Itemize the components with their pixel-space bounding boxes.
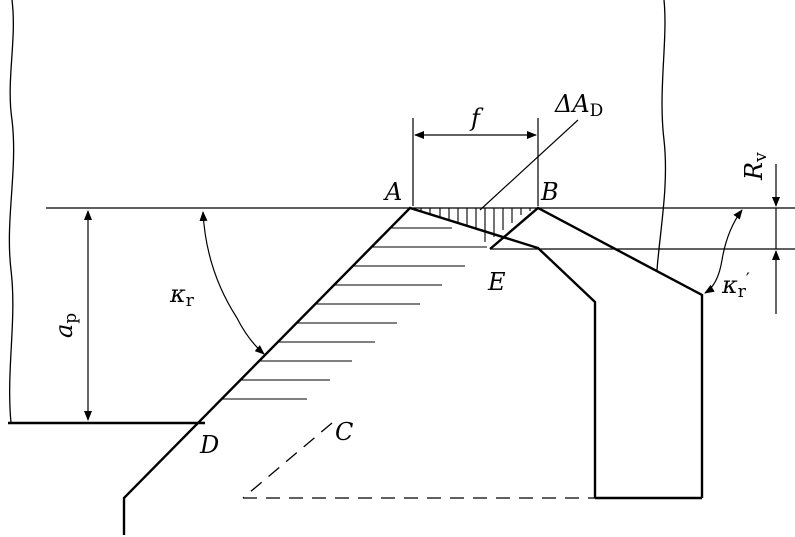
kappa-r-minor-arc: [704, 259, 723, 294]
feed-dimension: [412, 118, 539, 206]
kappa-r-arc-lower: [236, 317, 265, 355]
delta-area-label: ΔAD: [554, 90, 603, 121]
tool-outline-previous: [122, 206, 597, 535]
workpiece: [8, 0, 795, 425]
delta-area-leader: [479, 119, 579, 211]
workpiece-break-line-left: [8, 0, 15, 424]
dashed-edge-CE: [242, 422, 333, 499]
chip-hatching: [223, 227, 487, 400]
feed-label: f: [469, 104, 484, 132]
roughness-label: Rv: [740, 152, 771, 181]
point-label-B: B: [540, 178, 559, 206]
kappa-r-minor-label: κr′: [721, 270, 750, 302]
depth-label: ap: [50, 313, 81, 338]
point-label-C: C: [335, 418, 353, 446]
kappa-r-arc: [199, 211, 238, 319]
kappa-r-label: κr: [169, 280, 195, 311]
point-label-A: A: [383, 178, 402, 206]
residual-area-hatching: [420, 208, 531, 242]
tool-outline-current: [489, 206, 704, 498]
workpiece-break-line-right: [656, 0, 667, 271]
kappa-r-minor-arc-upper: [721, 209, 743, 261]
point-label-D: D: [199, 431, 219, 459]
point-label-E: E: [487, 268, 506, 296]
